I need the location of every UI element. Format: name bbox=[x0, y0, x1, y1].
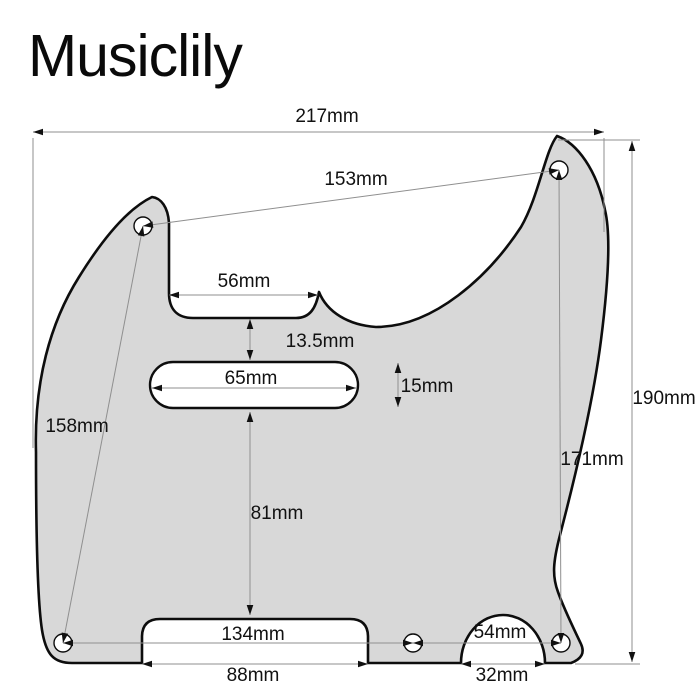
arrowhead-neck-cutout-width-start bbox=[169, 291, 179, 299]
arrowhead-overall-width-end bbox=[594, 128, 604, 136]
arrowhead-bridge-notch-width-end bbox=[358, 660, 368, 668]
dimension-label-overall-width: 217mm bbox=[295, 106, 358, 127]
dimension-label-cutout-slot-gap: 13.5mm bbox=[286, 331, 355, 352]
arrowhead-overall-width-start bbox=[33, 128, 43, 136]
dimension-label-right-screw-span: 171mm bbox=[560, 449, 623, 470]
arrowhead-top-screw-span-end bbox=[548, 168, 559, 175]
dimension-label-slot-height: 15mm bbox=[401, 376, 454, 397]
arrowhead-jack-cutout-width-end bbox=[535, 660, 545, 668]
arrowhead-slot-to-notch-start bbox=[246, 412, 254, 422]
dimension-label-neck-cutout-width: 56mm bbox=[218, 271, 271, 292]
arrowhead-left-screw-span-end bbox=[61, 632, 69, 643]
arrowhead-jack-cutout-width-start bbox=[461, 660, 471, 668]
dimension-label-overall-height: 190mm bbox=[632, 388, 695, 409]
arrowhead-bottom-right-screws-start bbox=[413, 639, 423, 647]
dimension-label-slot-length: 65mm bbox=[225, 368, 278, 389]
arrowhead-bottom-screw-span-end bbox=[403, 639, 413, 647]
dimension-line-left-screw-span bbox=[62, 225, 144, 644]
arrowhead-bottom-screw-span-start bbox=[63, 639, 73, 647]
dimension-label-top-screw-span: 153mm bbox=[324, 169, 387, 190]
arrowhead-overall-height-end bbox=[628, 652, 636, 662]
dimension-label-left-screw-span: 158mm bbox=[45, 416, 108, 437]
arrowhead-left-screw-span-start bbox=[137, 226, 145, 237]
arrowhead-right-screw-span-start bbox=[555, 170, 563, 181]
arrowhead-cutout-slot-gap-start bbox=[246, 319, 254, 329]
pickup-slot bbox=[148, 360, 360, 410]
arrowhead-slot-length-end bbox=[346, 384, 356, 392]
dimension-line-right-screw-span bbox=[558, 169, 562, 644]
dimension-label-slot-to-notch: 81mm bbox=[251, 503, 304, 524]
arrowhead-slot-height-start bbox=[394, 363, 402, 373]
arrowhead-neck-cutout-width-end bbox=[308, 291, 318, 299]
arrowhead-bottom-right-screws-end bbox=[551, 639, 561, 647]
dimension-line-top-screw-span bbox=[142, 169, 560, 227]
arrowhead-cutout-slot-gap-end bbox=[246, 350, 254, 360]
dimension-label-jack-cutout-width: 32mm bbox=[476, 665, 529, 686]
brand-logo: Musiclily bbox=[28, 23, 243, 89]
dimension-label-bridge-notch-width: 88mm bbox=[227, 665, 280, 686]
arrowhead-slot-height-end bbox=[394, 397, 402, 407]
dimension-label-bottom-right-screws: 54mm bbox=[474, 622, 527, 643]
arrowhead-bridge-notch-width-start bbox=[142, 660, 152, 668]
arrowhead-overall-height-start bbox=[628, 141, 636, 151]
arrowhead-slot-to-notch-end bbox=[246, 605, 254, 615]
arrowhead-slot-length-start bbox=[152, 384, 162, 392]
arrowhead-top-screw-span-start bbox=[143, 221, 154, 228]
dimension-label-bottom-screw-span: 134mm bbox=[221, 624, 284, 645]
arrowhead-right-screw-span-end bbox=[557, 632, 565, 643]
